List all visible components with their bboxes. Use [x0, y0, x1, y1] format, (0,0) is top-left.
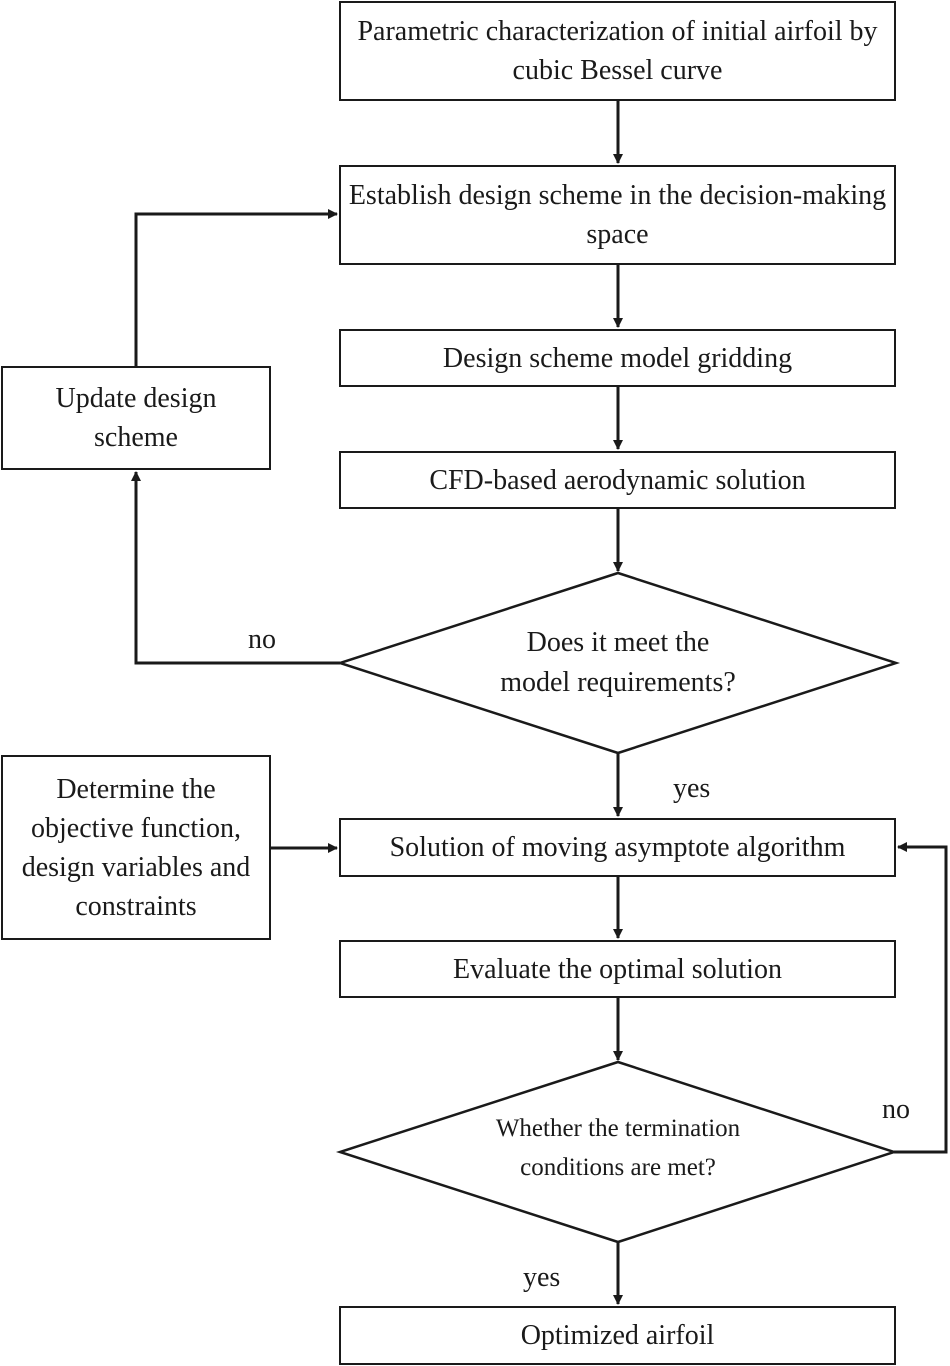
determine-objective-text: Determine the objective function, design… — [21, 773, 251, 922]
optimized-airfoil-box: Optimized airfoil — [339, 1306, 896, 1365]
arrow-update-to-establish — [134, 209, 338, 366]
cfd-solution-box: CFD-based aerodynamic solution — [339, 451, 896, 509]
establish-design-scheme-text: Establish design scheme in the decision-… — [348, 180, 887, 250]
edge-label-no-requirements: no — [248, 624, 276, 655]
edge-label-yes-requirements: yes — [673, 773, 711, 804]
moving-asymptote-algorithm-text: Solution of moving asymptote algorithm — [389, 832, 846, 863]
establish-design-scheme-box: Establish design scheme in the decision-… — [339, 165, 896, 265]
parametric-characterization-text: Parametric characterization of initial a… — [357, 16, 878, 86]
arrow-termination-no-to-mma — [894, 842, 948, 1154]
evaluate-optimal-solution-box: Evaluate the optimal solution — [339, 940, 896, 998]
moving-asymptote-algorithm-box: Solution of moving asymptote algorithm — [339, 818, 896, 877]
evaluate-optimal-solution-text: Evaluate the optimal solution — [453, 953, 782, 985]
edge-label-yes-termination: yes — [523, 1262, 561, 1293]
update-design-scheme-box: Update design scheme — [1, 366, 271, 470]
edge-label-no-termination: no — [882, 1094, 910, 1125]
parametric-characterization-box: Parametric characterization of initial a… — [339, 1, 896, 101]
termination-decision-text: Whether the termination conditions are m… — [495, 1114, 741, 1181]
cfd-solution-text: CFD-based aerodynamic solution — [429, 464, 806, 496]
determine-objective-box: Determine the objective function, design… — [1, 755, 271, 940]
arrow-requirements-no-to-update — [131, 471, 340, 665]
requirements-decision-text: Does it meet the model requirements? — [500, 627, 736, 698]
update-design-scheme-text: Update design scheme — [55, 383, 217, 453]
model-gridding-text: Design scheme model gridding — [442, 342, 793, 374]
model-gridding-box: Design scheme model gridding — [339, 329, 896, 387]
optimized-airfoil-text: Optimized airfoil — [520, 1320, 715, 1351]
